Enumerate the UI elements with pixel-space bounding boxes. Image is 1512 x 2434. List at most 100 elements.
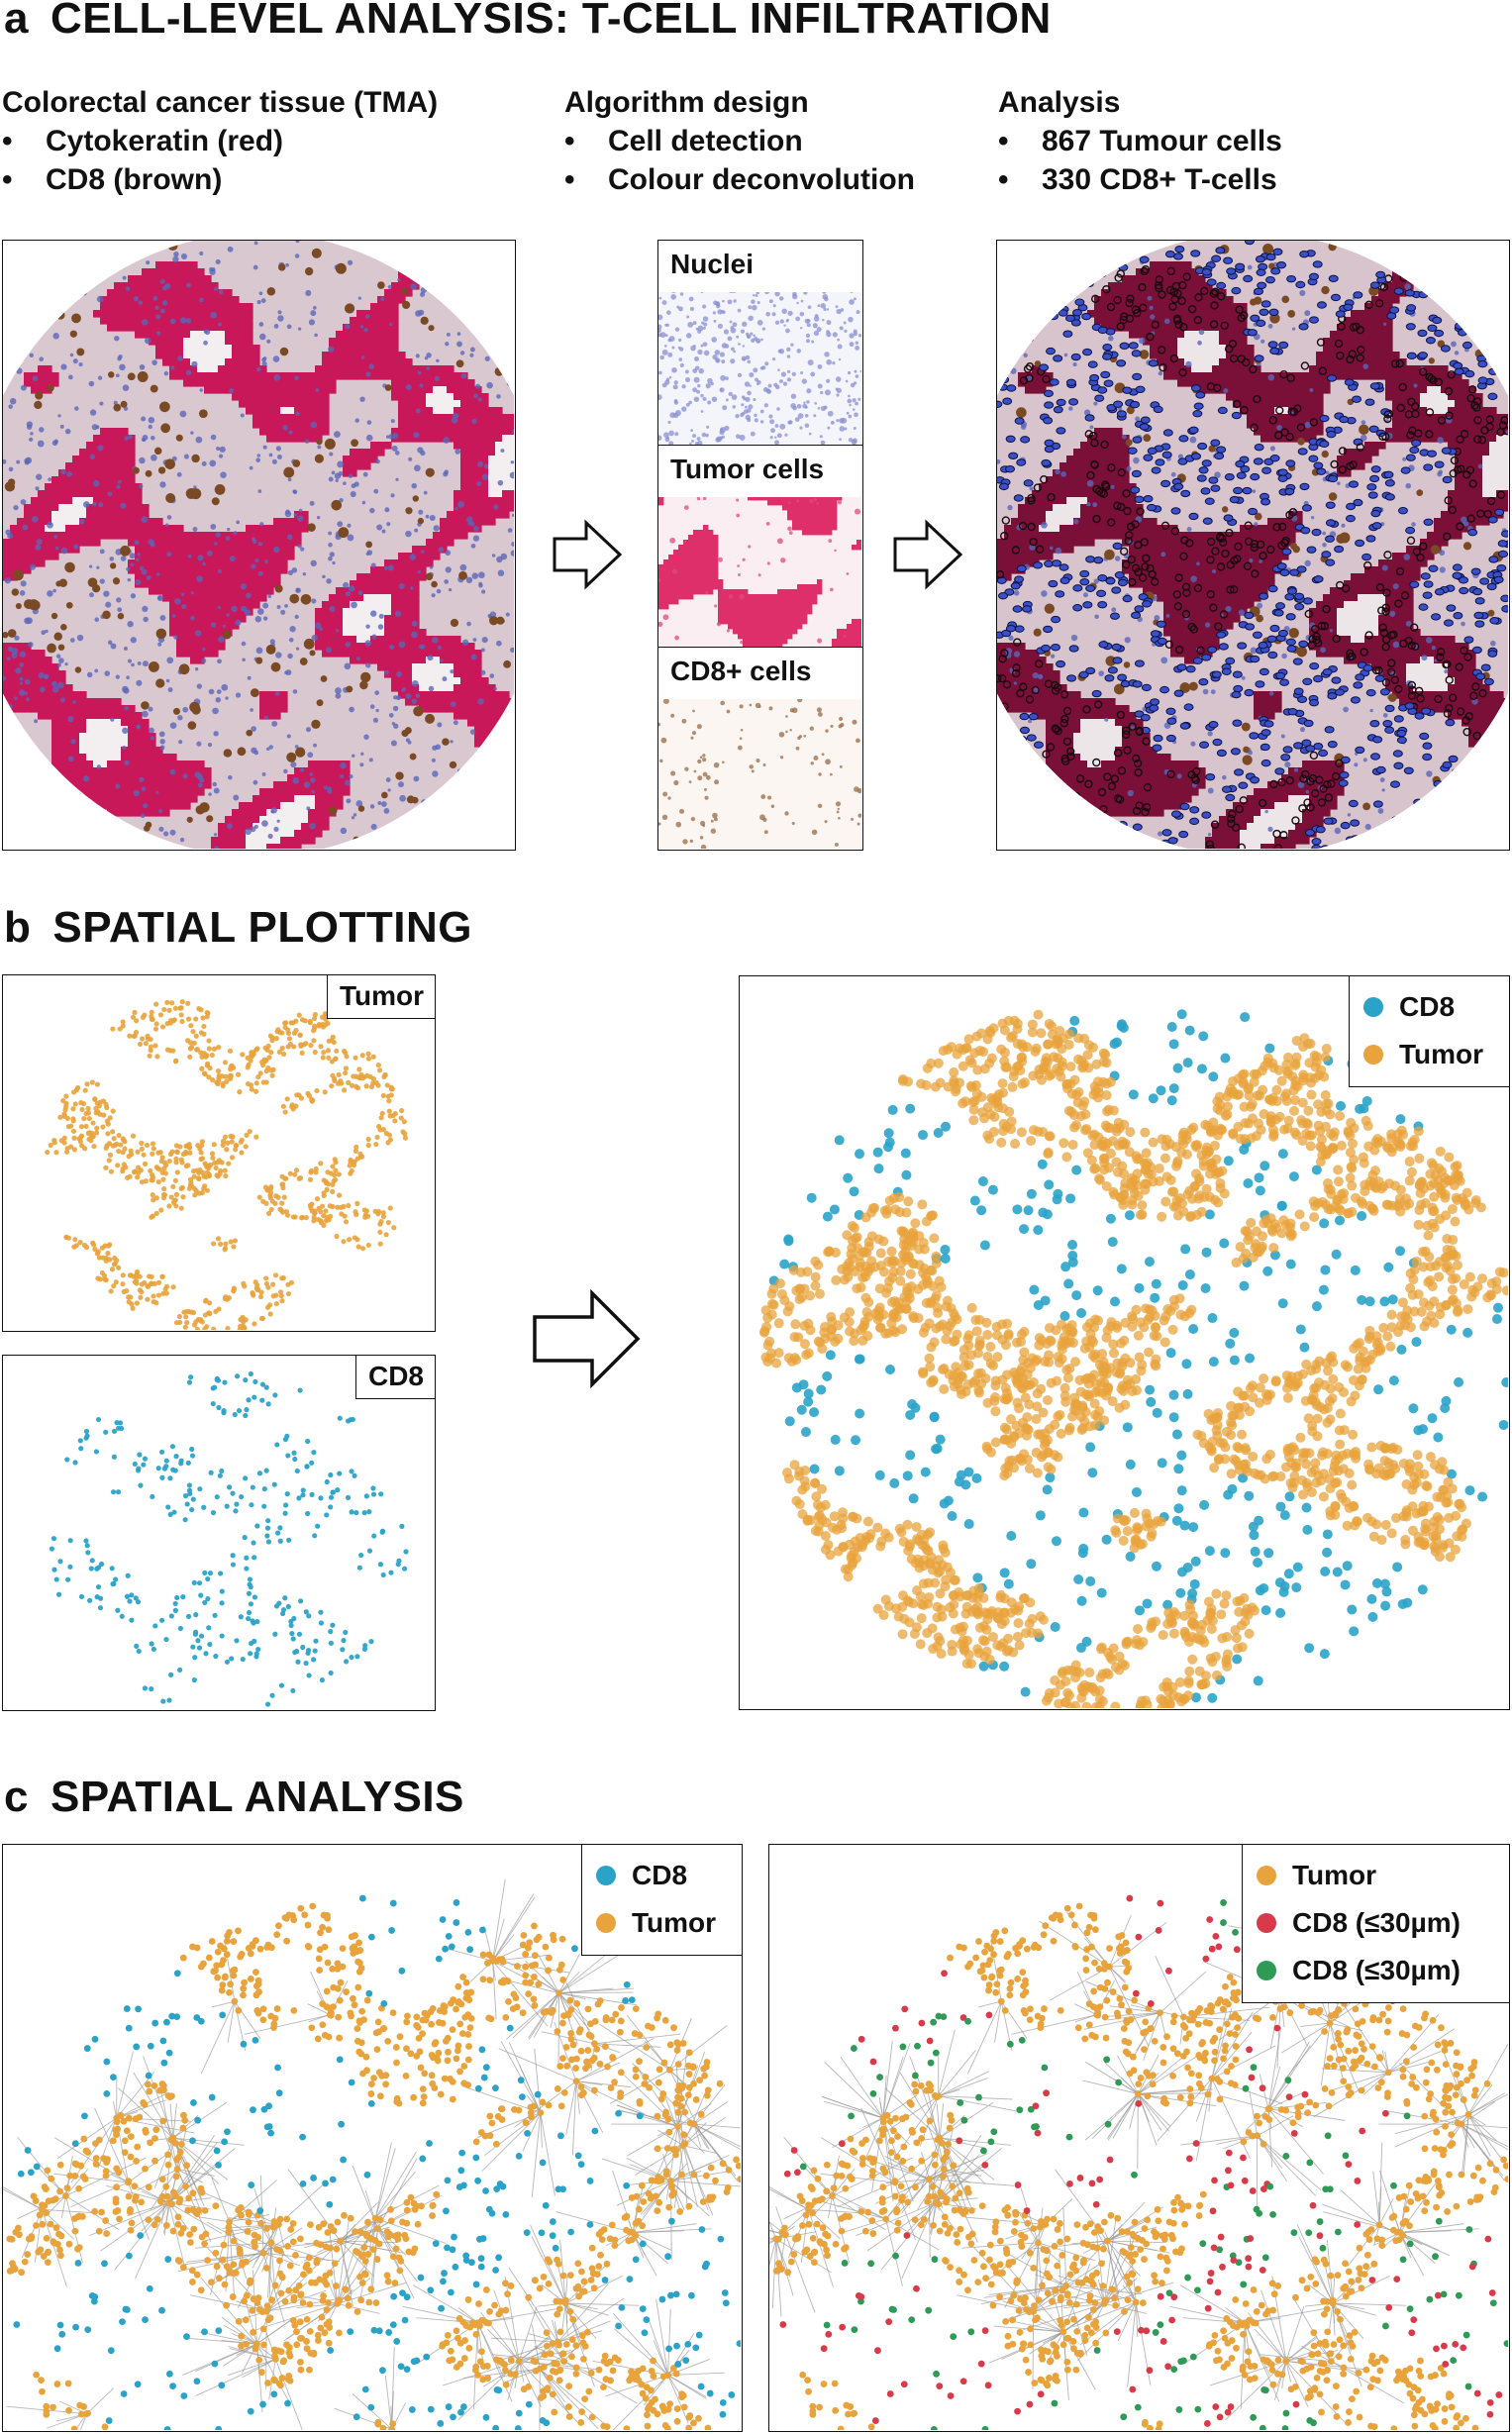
channel-dot (697, 383, 701, 388)
nucleus (288, 637, 294, 643)
gland-tile (162, 525, 170, 533)
gland-tile (391, 594, 399, 602)
gland-tile (169, 358, 177, 366)
gland-tile (239, 573, 247, 581)
nucleus (169, 318, 176, 325)
nucleus (129, 553, 136, 559)
gland-tile (280, 788, 288, 796)
channel-dot (856, 738, 860, 744)
lumen-tile (100, 754, 108, 761)
nucleus (96, 565, 100, 569)
gland-tile (86, 705, 94, 713)
channel-dot (716, 304, 721, 309)
gland-tile (45, 657, 52, 664)
nucleus (417, 569, 421, 574)
nucleus (465, 576, 473, 584)
gland-tile (232, 365, 240, 373)
nucleus (82, 501, 90, 508)
nucleus (235, 692, 242, 698)
gland-tile (398, 608, 406, 616)
gland-tile (266, 573, 274, 581)
nucleus (275, 446, 281, 452)
gland-tile (17, 643, 25, 651)
gland-tile (218, 532, 226, 540)
gland-tile (412, 393, 420, 401)
gland-tile (149, 788, 156, 796)
cd8-cell (404, 727, 412, 735)
gland-tile (252, 559, 260, 567)
channel-band (812, 599, 818, 605)
gland-tile (266, 407, 274, 415)
gland-tile (225, 303, 233, 311)
gland-tile (176, 608, 184, 616)
lumen-tile (65, 504, 73, 512)
nucleus (66, 470, 72, 477)
gland-tile (481, 504, 489, 512)
gland-tile (495, 504, 503, 512)
gland-tile (246, 553, 253, 560)
gland-tile (155, 268, 163, 276)
gland-tile (259, 705, 267, 713)
gland-tile (72, 469, 80, 477)
nucleus (226, 613, 230, 617)
cd8-cell (324, 438, 336, 450)
gland-tile (107, 317, 115, 325)
lumen-tile (350, 629, 357, 637)
channel-dot (705, 433, 709, 438)
nucleus (405, 530, 412, 538)
gland-tile (391, 601, 399, 609)
nucleus (146, 575, 151, 580)
lumen-tile (225, 352, 233, 359)
channel-band (837, 639, 843, 645)
gland-tile (162, 774, 170, 782)
gland-tile (398, 684, 406, 692)
gland-tile (287, 379, 295, 387)
gland-tile (190, 317, 198, 325)
gland-tile (114, 532, 122, 540)
channel-dot (809, 726, 814, 731)
channel-dot (672, 384, 678, 390)
channel-band (718, 584, 724, 590)
channel-band (743, 614, 749, 620)
nucleus (363, 327, 368, 333)
nucleus (88, 380, 95, 387)
gland-tile (356, 650, 364, 658)
channel-band (673, 579, 679, 585)
gland-tile (252, 587, 260, 595)
channel-dot (717, 309, 723, 315)
channel-band (733, 604, 739, 610)
nucleus (19, 681, 23, 685)
gland-tile (447, 657, 454, 664)
gland-tile (149, 282, 156, 290)
gland-tile (398, 691, 406, 699)
gland-tile (128, 442, 136, 450)
gland-tile (204, 650, 212, 658)
nucleus (179, 410, 187, 418)
nucleus (67, 756, 74, 762)
gland-tile (273, 781, 281, 789)
nucleus (277, 454, 282, 459)
channel-dot (661, 349, 668, 355)
nucleus (332, 560, 336, 565)
gland-tile (343, 587, 351, 595)
channel-dot (726, 709, 731, 714)
gland-tile (176, 601, 184, 609)
channel-band (718, 594, 724, 600)
channel-dot (731, 347, 735, 352)
nucleus (471, 418, 477, 425)
gland-tile (350, 324, 357, 332)
lumen-tile (343, 622, 351, 630)
channel-dot (826, 331, 832, 338)
gland-tile (419, 400, 427, 408)
channel-dot (813, 755, 819, 761)
gland-tile (259, 559, 267, 567)
gland-tile (252, 358, 260, 366)
nucleus (484, 355, 490, 361)
gland-tile (391, 587, 399, 595)
lumen-tile (273, 809, 281, 817)
gland-tile (412, 566, 420, 574)
nucleus (222, 625, 226, 629)
gland-tile (467, 511, 475, 519)
gland-tile (474, 719, 482, 727)
cd8-cell (255, 657, 263, 664)
